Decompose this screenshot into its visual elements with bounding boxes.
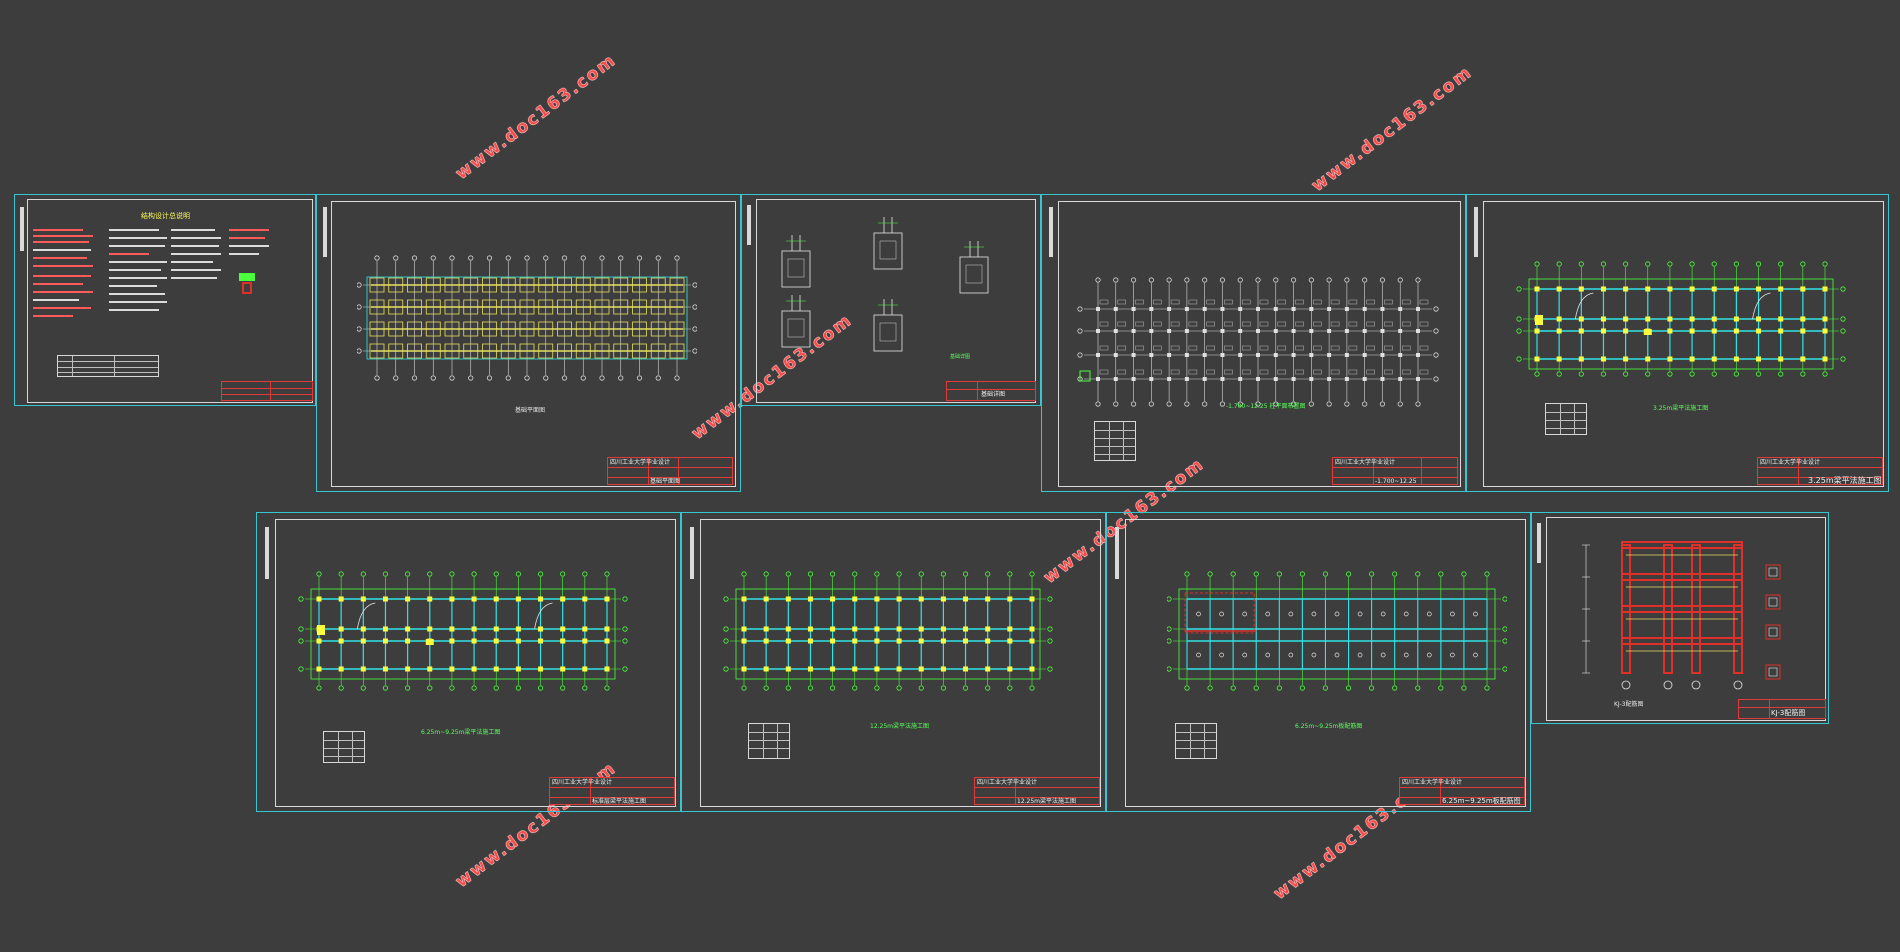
sheet-design-notes[interactable]: 结构设计总说明 bbox=[14, 194, 316, 406]
sheet-border bbox=[700, 519, 1101, 807]
sheet-frame-elevation[interactable]: KJ-3配筋图 KJ-3配筋图 bbox=[1531, 512, 1829, 724]
title-block-school: 四川工业大学毕业设计 bbox=[552, 779, 613, 786]
title-block-school: 四川工业大学毕业设计 bbox=[1402, 779, 1463, 786]
drawing-title: 基础详图 bbox=[950, 354, 971, 360]
notes-symbol bbox=[239, 273, 255, 294]
sheet-border bbox=[756, 199, 1036, 403]
title-block-school: 四川工业大学毕业设计 bbox=[610, 459, 671, 466]
notes-heading: 结构设计总说明 bbox=[141, 212, 190, 220]
title-block-school: 四川工业大学毕业设计 bbox=[1335, 459, 1396, 466]
sheet-beam-plan-6-25[interactable]: 6.25m~9.25m梁平法施工图 四川工业大学毕业设计 标准层梁平法施工图 bbox=[256, 512, 681, 812]
sheet-margin-strip bbox=[323, 207, 327, 257]
beam-plan-drawing bbox=[298, 571, 628, 691]
sheet-margin-strip bbox=[1474, 207, 1478, 257]
watermark: www.doc163.com bbox=[1308, 62, 1477, 196]
title-block[interactable]: 基础详图 bbox=[946, 381, 1036, 401]
sheet-border bbox=[1125, 519, 1526, 807]
title-block[interactable]: 四川工业大学毕业设计 6.25m~9.25m板配筋图 bbox=[1399, 777, 1525, 805]
sheet-margin-strip bbox=[20, 207, 24, 251]
title-block-sheet: 基础平面图 bbox=[650, 478, 681, 485]
drawing-title: 基础平面图 bbox=[515, 407, 546, 414]
sheet-border bbox=[1483, 201, 1884, 487]
column-plan-drawing bbox=[1077, 277, 1439, 407]
title-block-sheet: KJ-3配筋图 bbox=[1771, 709, 1806, 717]
sheet-margin-strip bbox=[690, 527, 694, 579]
drawing-title: -1.700~12.25 柱平面布置图 bbox=[1226, 403, 1306, 410]
title-block[interactable]: 四川工业大学毕业设计 12.25m梁平法施工图 bbox=[974, 777, 1100, 805]
sheet-margin-strip bbox=[1537, 523, 1541, 563]
sheet-beam-plan-3-25[interactable]: 3.25m梁平法施工图 四川工业大学毕业设计 3.25m梁平法施工图 bbox=[1466, 194, 1889, 492]
notes-table bbox=[57, 355, 159, 377]
sheet-foundation-details[interactable]: 基础详图 基础详图 bbox=[741, 194, 1041, 406]
title-block bbox=[221, 381, 313, 401]
title-block[interactable]: 四川工业大学毕业设计 基础平面图 bbox=[607, 457, 733, 485]
column-schedule-table bbox=[1094, 421, 1136, 461]
sheet-margin-strip bbox=[265, 527, 269, 579]
title-block[interactable]: 四川工业大学毕业设计 -1.700~12.25 bbox=[1332, 457, 1458, 485]
beam-schedule-table bbox=[748, 723, 790, 759]
sheet-border bbox=[27, 199, 313, 403]
sheet-margin-strip bbox=[1115, 527, 1119, 579]
beam-schedule-table bbox=[1545, 403, 1587, 435]
drawing-title: 3.25m梁平法施工图 bbox=[1653, 405, 1709, 412]
title-block-school: 四川工业大学毕业设计 bbox=[1760, 459, 1821, 466]
foundation-plan-drawing bbox=[357, 255, 697, 381]
drawing-title: 12.25m梁平法施工图 bbox=[870, 723, 930, 730]
drawing-title: 6.25m~9.25m板配筋图 bbox=[1295, 723, 1363, 730]
sheet-margin-strip bbox=[1049, 207, 1053, 257]
title-block-sheet: 12.25m梁平法施工图 bbox=[1017, 798, 1077, 805]
beam-plan-drawing bbox=[1516, 261, 1846, 377]
drawing-title: KJ-3配筋图 bbox=[1614, 701, 1644, 708]
frame-elevation-drawing bbox=[1582, 541, 1781, 690]
title-block-school: 四川工业大学毕业设计 bbox=[977, 779, 1038, 786]
watermark: www.doc163.com bbox=[452, 50, 621, 184]
sheet-beam-plan-12-25[interactable]: 12.25m梁平法施工图 四川工业大学毕业设计 12.25m梁平法施工图 bbox=[681, 512, 1106, 812]
sheet-column-plan[interactable]: -1.700~12.25 柱平面布置图 四川工业大学毕业设计 -1.700~12… bbox=[1041, 194, 1466, 492]
drawing-title: 6.25m~9.25m梁平法施工图 bbox=[421, 729, 501, 736]
title-block-sheet: -1.700~12.25 bbox=[1375, 478, 1417, 485]
sheet-margin-strip bbox=[747, 205, 751, 245]
title-block-sheet: 6.25m~9.25m板配筋图 bbox=[1442, 797, 1521, 805]
sheet-border bbox=[1546, 517, 1826, 721]
sheet-border bbox=[1058, 201, 1461, 487]
slab-schedule-table bbox=[1175, 723, 1217, 759]
title-block-sheet: 标准层梁平法施工图 bbox=[592, 798, 647, 805]
foundation-details-drawing bbox=[781, 217, 989, 352]
beam-plan-drawing bbox=[723, 571, 1053, 691]
title-block-sheet: 3.25m梁平法施工图 bbox=[1808, 476, 1882, 485]
sheet-border bbox=[331, 201, 736, 487]
sheet-slab-plan[interactable]: 6.25m~9.25m板配筋图 四川工业大学毕业设计 6.25m~9.25m板配… bbox=[1106, 512, 1531, 812]
title-block-sheet: 基础详图 bbox=[981, 391, 1006, 398]
title-block[interactable]: KJ-3配筋图 bbox=[1738, 699, 1826, 719]
title-block[interactable]: 四川工业大学毕业设计 标准层梁平法施工图 bbox=[549, 777, 675, 805]
beam-schedule-table bbox=[323, 731, 365, 763]
sheet-border bbox=[275, 519, 676, 807]
title-block[interactable]: 四川工业大学毕业设计 3.25m梁平法施工图 bbox=[1757, 457, 1883, 485]
slab-plan-drawing bbox=[1167, 571, 1507, 691]
sheet-foundation-plan[interactable]: 基础平面图 四川工业大学毕业设计 基础平面图 bbox=[316, 194, 741, 492]
